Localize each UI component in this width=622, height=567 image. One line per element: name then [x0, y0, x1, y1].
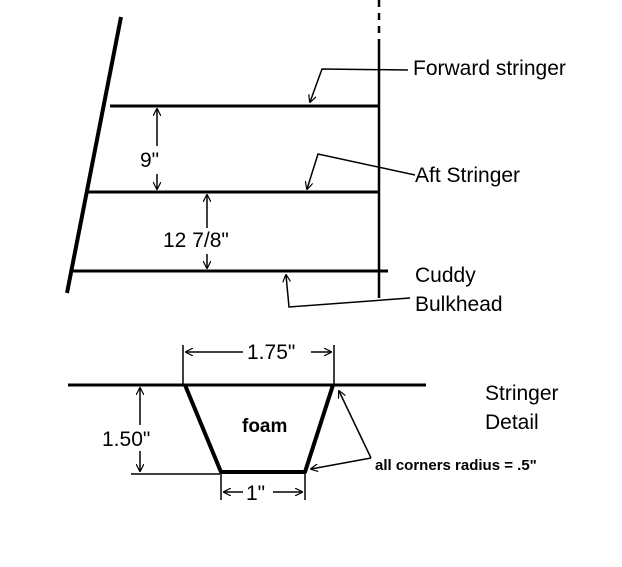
dim-1-label: 1"	[246, 482, 265, 505]
stringer-detail-title-line2: Detail	[485, 411, 539, 434]
aft-stringer-label: Aft Stringer	[415, 164, 520, 187]
stringer-profile	[183, 384, 335, 474]
cuddy-label: Cuddy	[415, 264, 476, 287]
dim-9-label: 9"	[140, 149, 159, 172]
foam-label: foam	[242, 416, 287, 437]
dim-175-label: 1.75"	[247, 341, 295, 364]
dim-12-label: 12 7/8"	[163, 229, 229, 252]
bulkhead-leader	[286, 275, 411, 308]
bulkhead-label: Bulkhead	[415, 293, 503, 316]
corners-leader-top	[339, 391, 372, 459]
corners-note: all corners radius = .5"	[375, 457, 537, 474]
corners-leader-bottom	[311, 457, 372, 469]
stringer-detail-title-line1: Stringer	[485, 382, 559, 405]
forward-stringer-label: Forward stringer	[413, 57, 566, 80]
hull-side-line	[65, 16, 123, 294]
aft-stringer-leader	[307, 153, 416, 189]
forward-stringer-leader	[310, 68, 409, 102]
dim-150-label: 1.50"	[102, 428, 150, 451]
